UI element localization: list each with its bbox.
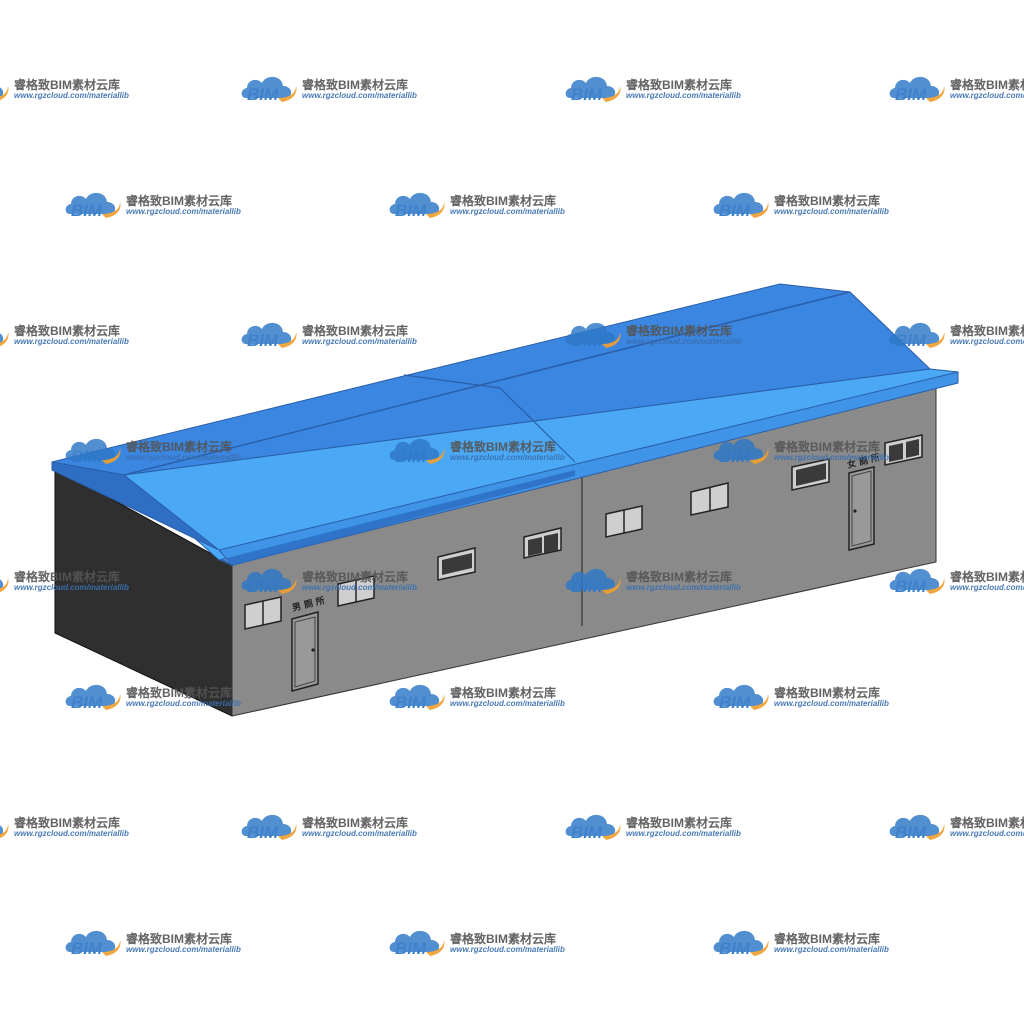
roof-seam: [499, 387, 576, 463]
roof-eave-under: [219, 470, 575, 566]
window: [437, 547, 476, 581]
door-right: [848, 466, 875, 551]
window: [690, 482, 729, 516]
window: [523, 527, 562, 559]
window: [791, 458, 830, 491]
roof-ridge: [123, 291, 851, 476]
roof-seam: [403, 374, 501, 389]
window: [884, 434, 923, 466]
window: [244, 596, 282, 630]
window: [337, 575, 375, 607]
window: [605, 505, 643, 538]
door-left: [291, 611, 319, 692]
